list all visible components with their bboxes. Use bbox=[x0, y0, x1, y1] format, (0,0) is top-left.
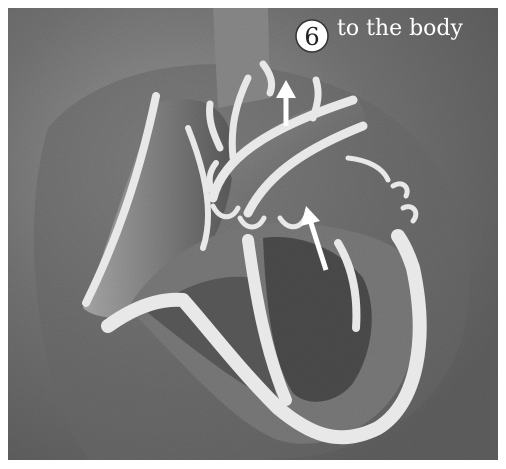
background bbox=[8, 8, 498, 460]
step-label: to the body bbox=[337, 16, 464, 41]
step-number: 6 bbox=[304, 23, 319, 51]
step-badge: 6 bbox=[296, 20, 328, 52]
heart-diagram: 6 to the body bbox=[8, 8, 498, 460]
heart-illustration: 6 to the body bbox=[8, 8, 498, 460]
